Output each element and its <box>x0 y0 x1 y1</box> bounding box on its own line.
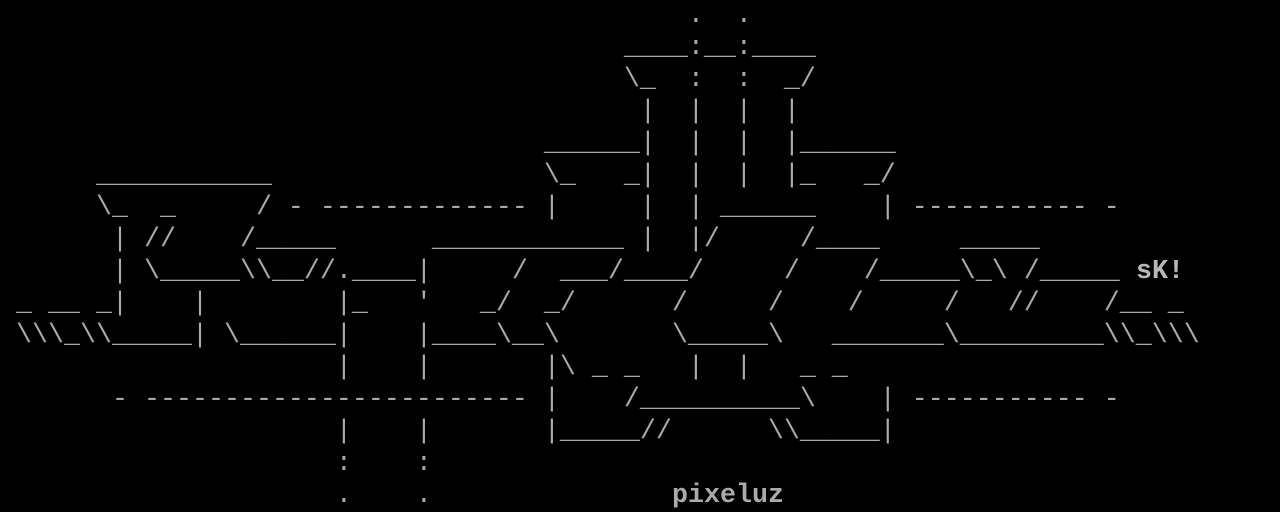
ascii-art-line: | \_____\\__//.____| / ___/____/ / /____… <box>0 257 1120 287</box>
ascii-art-line: \_ : : _/ <box>0 65 816 95</box>
group-signature: pixeluz <box>672 481 784 511</box>
ascii-art-line: | | |\ _ _ | | _ _ <box>0 353 848 383</box>
ascii-art-line: \_ _ / - ------------- | | | ______ | --… <box>0 193 1120 223</box>
ascii-art-line: - ------------------------ | /__________… <box>0 385 1120 415</box>
ascii-art-line: | // /_____ ____________ | |/ /____ ____… <box>0 225 1040 255</box>
ascii-art-line: ____:__:____ <box>0 33 816 63</box>
ascii-art-line: ___________ \_ _| | | |_ _/ <box>0 161 896 191</box>
ascii-art-line: . . <box>0 481 432 511</box>
ascii-art-line: : : <box>0 449 432 479</box>
ascii-art-line: | | |_____// \\_____| <box>0 417 896 447</box>
artist-signature: sK! <box>1136 257 1184 287</box>
ascii-art-line: ______| | | |______ <box>0 129 896 159</box>
ascii-art-line: \\\_\\_____| \______| |____\__\ \_____\ … <box>0 321 1200 351</box>
ascii-art-line: _ __ _| | |_ ' _/ _/ / / / / // /__ _ <box>0 289 1184 319</box>
ascii-art-line: . . <box>0 1 752 31</box>
ascii-art-line: | | | | <box>0 97 800 127</box>
